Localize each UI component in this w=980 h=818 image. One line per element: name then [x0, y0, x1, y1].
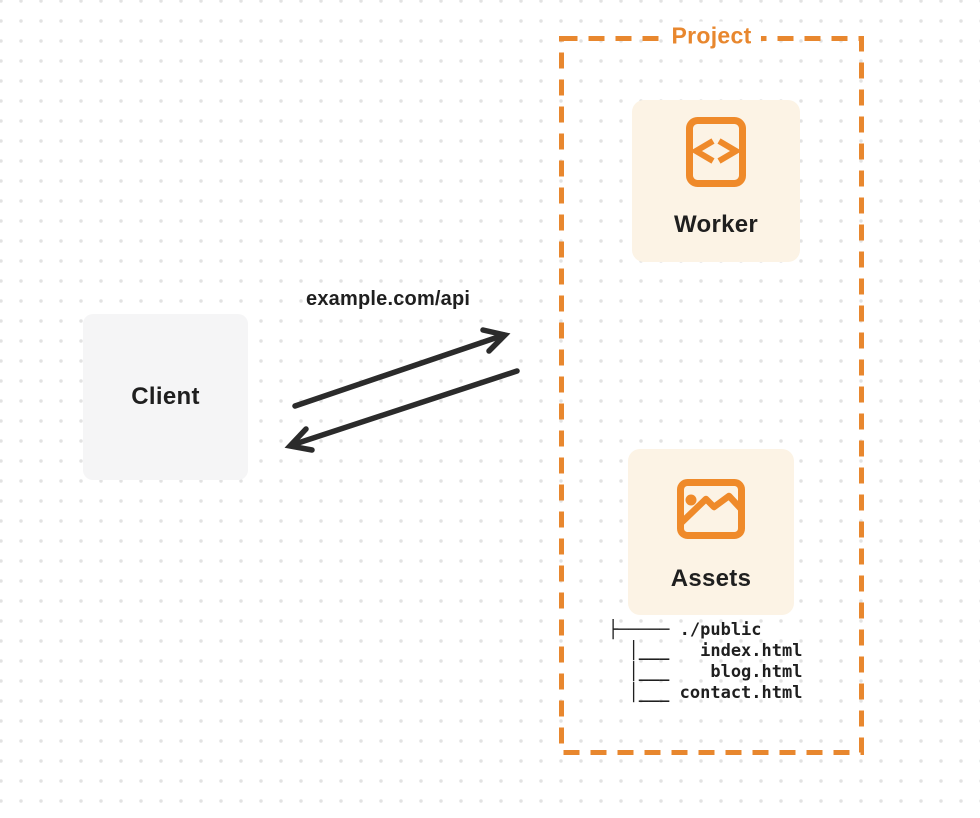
file-tree-line-index: │___ index.html: [608, 641, 803, 661]
client-label: Client: [131, 383, 200, 410]
request-arrow: [292, 327, 511, 409]
worker-label: Worker: [673, 211, 759, 238]
file-tree-line-blog: │___ blog.html: [608, 662, 803, 682]
project-frame: Project Worker Assets ├───── ./public │_…: [559, 21, 864, 755]
file-tree-line-contact: │___ contact.html: [608, 683, 803, 703]
project-label: Project: [662, 21, 761, 51]
assets-node: Assets: [628, 449, 794, 615]
file-tree-root: ├───── ./public: [608, 620, 762, 640]
code-document-icon: [686, 117, 746, 187]
image-icon: [677, 479, 745, 539]
response-arrow: [284, 368, 520, 453]
assets-file-tree: ├───── ./public │___ index.html │___ blo…: [608, 620, 802, 704]
worker-node: Worker: [632, 100, 800, 262]
request-url-label: example.com/api: [306, 288, 471, 310]
assets-label: Assets: [670, 565, 752, 592]
client-node: Client: [83, 314, 248, 480]
